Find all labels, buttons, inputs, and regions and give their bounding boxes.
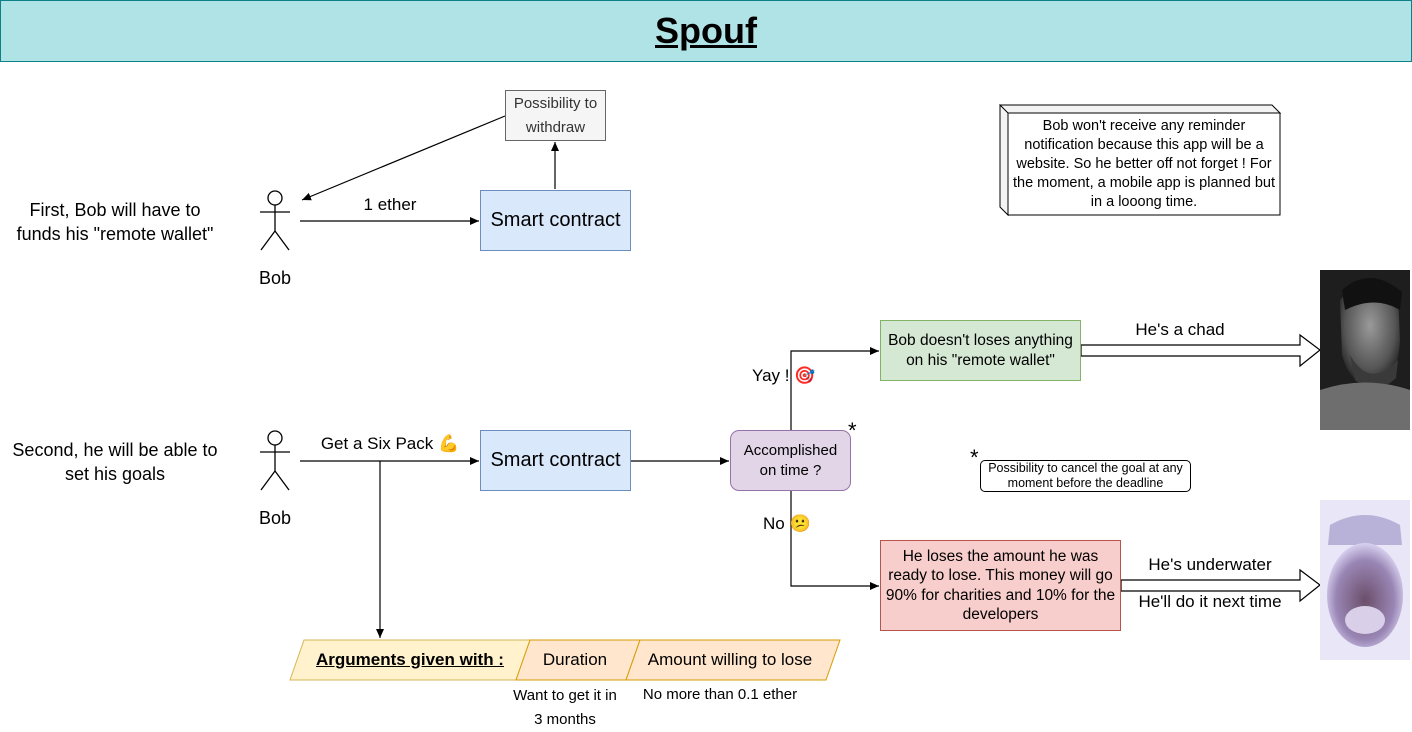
edge-label-1-ether: 1 ether <box>363 195 417 214</box>
bob-figure-2 <box>260 430 290 491</box>
arrow-withdraw-to-bob <box>301 115 506 201</box>
smart-contract-2: Smart contract <box>480 430 631 491</box>
title-bar: Spouf <box>0 0 1412 62</box>
success-box: Bob doesn't loses anything on his "remot… <box>880 320 1081 381</box>
decision-asterisk: * <box>848 418 857 443</box>
arrow-yes <box>790 347 879 430</box>
cancel-asterisk: * <box>970 445 979 470</box>
duration-example: Want to get it in 3 months <box>513 687 617 728</box>
no-label: No 😕 <box>763 514 811 533</box>
amount-shape <box>625 639 841 681</box>
arrow-chad <box>1080 333 1321 368</box>
duration-label: Duration <box>542 650 608 669</box>
chad-label: He's a chad <box>1135 320 1225 339</box>
underwater-photo <box>1320 500 1410 660</box>
section1-caption: First, Bob will have to funds his "remot… <box>16 200 214 244</box>
note-3d-box <box>998 104 1282 217</box>
bob-label-1: Bob <box>258 268 292 288</box>
withdraw-box: Possibility to withdraw <box>505 90 606 141</box>
bob-figure-1 <box>260 190 290 251</box>
arrow-no <box>790 491 879 590</box>
fail-box: He loses the amount he was ready to lose… <box>880 540 1121 631</box>
diagram-title: Spouf <box>655 10 757 51</box>
yes-label: Yay ! 🎯 <box>752 366 816 385</box>
arguments-header: Arguments given with : <box>316 650 504 669</box>
arrow-underwater <box>1120 568 1321 603</box>
bob-label-2: Bob <box>258 508 292 528</box>
next-time-label: He'll do it next time <box>1138 592 1282 611</box>
section2-caption: Second, he will be able to set his goals <box>12 440 218 484</box>
amount-example: No more than 0.1 ether <box>642 686 798 703</box>
decision-box: Accomplished on time ? <box>730 430 851 491</box>
smart-contract-1: Smart contract <box>480 190 631 251</box>
chad-photo <box>1320 270 1410 430</box>
underwater-label: He's underwater <box>1148 555 1272 574</box>
cancel-note: Possibility to cancel the goal at any mo… <box>980 460 1191 492</box>
goal-label: Get a Six Pack 💪 <box>320 434 460 453</box>
note-text: Bob won't receive any reminder notificat… <box>1013 117 1275 210</box>
amount-label: Amount willing to lose <box>647 650 813 669</box>
